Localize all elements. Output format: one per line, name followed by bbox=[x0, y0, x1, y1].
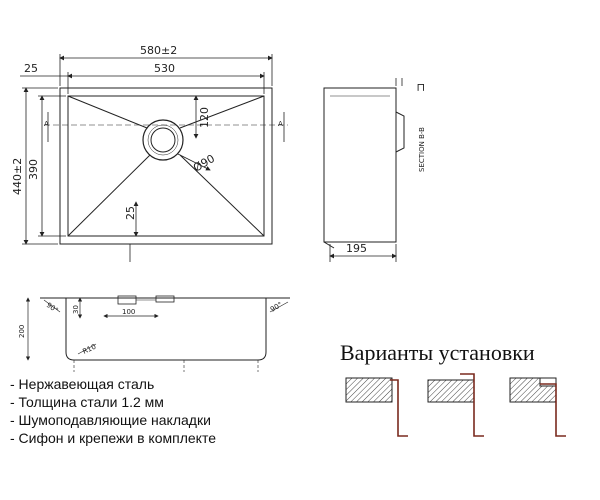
dim-overall-width: 580±2 bbox=[140, 44, 177, 57]
top-view bbox=[44, 87, 288, 262]
installation-variant-1 bbox=[345, 377, 408, 437]
feature-item: - Сифон и крепежи в комплекте bbox=[10, 430, 216, 446]
dim-inner-height: 390 bbox=[27, 159, 40, 180]
dim-rim-height: 30 bbox=[72, 305, 80, 314]
feature-item: - Толщина стали 1.2 мм bbox=[10, 394, 164, 410]
sink-inner-bowl bbox=[67, 95, 265, 237]
dim-section-height: 200 bbox=[18, 325, 26, 338]
installation-variant-3 bbox=[509, 377, 566, 437]
side-view bbox=[323, 78, 405, 262]
top-dimensions bbox=[20, 54, 273, 94]
side-lip-mark: ⊐ bbox=[414, 83, 427, 92]
sink-outer-rim bbox=[59, 87, 273, 245]
section-marker-right: A bbox=[278, 120, 283, 128]
installation-title: Варианты установки bbox=[340, 340, 535, 365]
dim-angle-left: 90° bbox=[45, 301, 60, 315]
dim-overall-height: 440±2 bbox=[11, 158, 24, 195]
drain-inner-circle bbox=[150, 127, 176, 153]
section-label: SECTION B-B bbox=[418, 127, 426, 172]
bowl-profile bbox=[65, 298, 267, 361]
section-marker-left: A bbox=[44, 120, 49, 128]
front-section bbox=[25, 295, 290, 372]
dim-depth: 195 bbox=[346, 242, 367, 255]
dim-offset: 100 bbox=[122, 308, 135, 316]
drain-dimensions bbox=[133, 95, 211, 237]
feature-item: - Шумоподавляющие накладки bbox=[10, 412, 211, 428]
dim-angle-right: 90° bbox=[269, 301, 284, 314]
drain-outer-circle bbox=[142, 119, 184, 161]
section-markers bbox=[47, 112, 285, 142]
installation-variant-2 bbox=[427, 373, 484, 437]
dim-inner-width: 530 bbox=[154, 62, 175, 75]
dim-drain-offset: 120 bbox=[198, 107, 211, 128]
feature-item: - Нержавеющая сталь bbox=[10, 376, 155, 392]
dim-drain-diameter: Ø90 bbox=[191, 152, 217, 175]
side-body bbox=[323, 87, 397, 243]
left-dimensions bbox=[22, 87, 66, 245]
dim-drain-bottom: 25 bbox=[124, 206, 137, 220]
dim-edge-offset: 25 bbox=[24, 62, 38, 75]
